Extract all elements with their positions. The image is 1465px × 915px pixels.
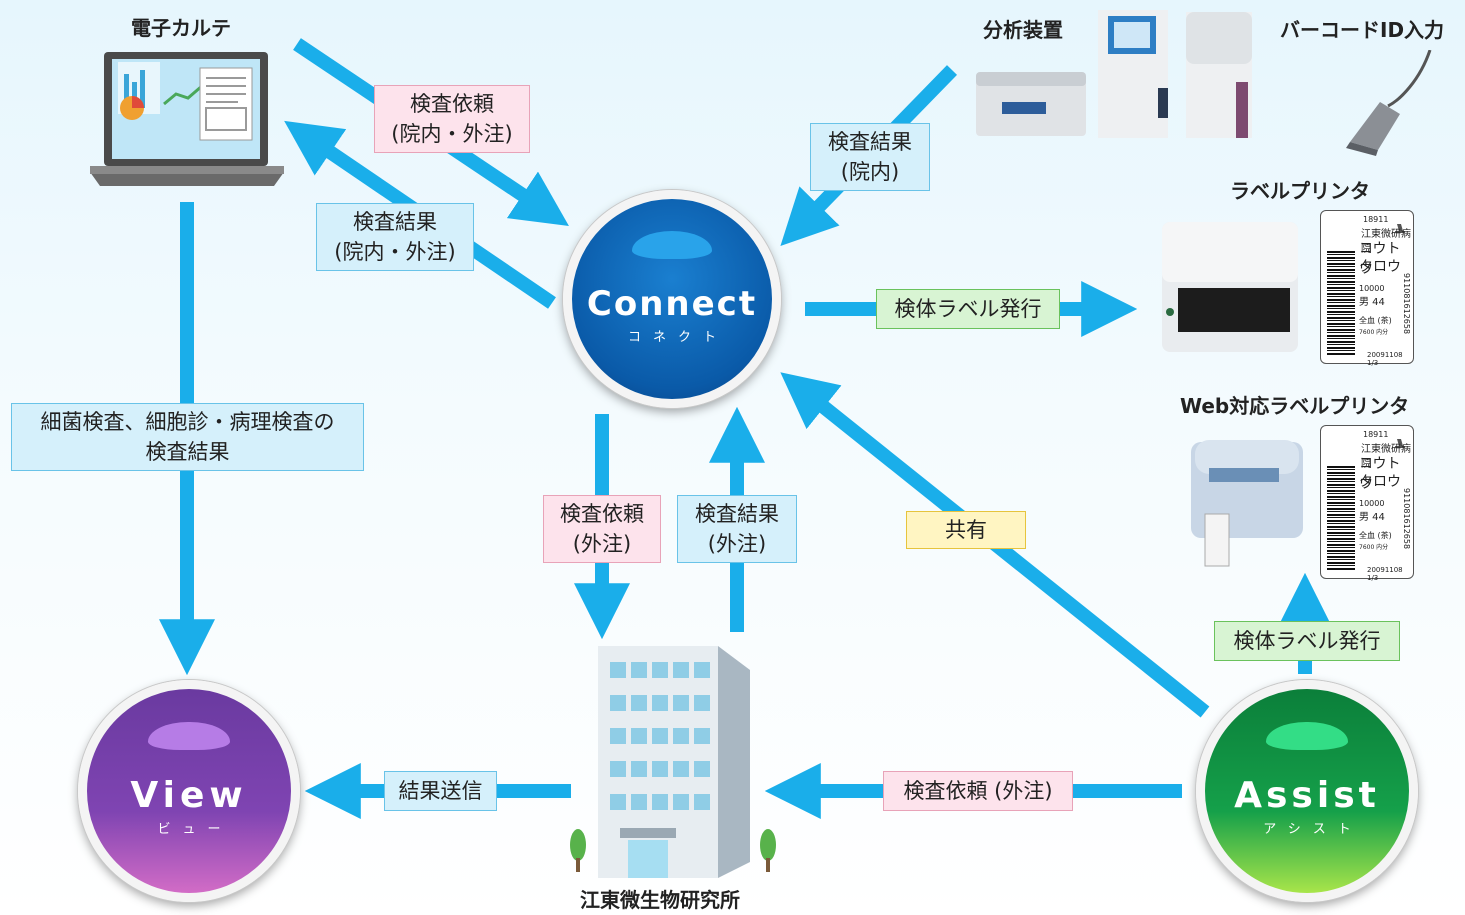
assist-hub[interactable]: Assist アシスト <box>1196 680 1418 902</box>
connect-name: Connect <box>586 283 758 324</box>
label-printer-icon <box>1162 222 1298 352</box>
label-request-out-assist: 検査依頼 (外注) <box>883 771 1073 811</box>
label-id: 18911 <box>1363 215 1389 224</box>
label-tube: 全血 (茶) <box>1359 531 1392 540</box>
label-share: 共有 <box>906 511 1026 549</box>
label-text: (院内・外注) <box>334 240 456 264</box>
label-text: (院内・外注) <box>391 122 513 146</box>
label-text: 検査結果 <box>828 130 912 154</box>
arrow-assist-to-connect <box>780 372 1210 718</box>
view-name: View <box>130 775 248 816</box>
label-text: 検査依頼 <box>560 502 644 526</box>
label-code: 7600 内分 <box>1359 544 1389 551</box>
label-result-out: 検査結果 (外注) <box>677 495 797 563</box>
microscope-icon <box>1393 436 1407 455</box>
label-text: (院内) <box>840 160 900 184</box>
label-date: 20091108 1/3 <box>1367 566 1403 582</box>
assist-cap <box>1266 721 1348 751</box>
specimen-label-1: 18911 江東微研病院 コウトウ タロウ 10000 男 44 全血 (茶) … <box>1320 210 1414 367</box>
label-issue-specimen-1: 検体ラベル発行 <box>876 289 1060 329</box>
assist-kana: アシスト <box>1263 822 1363 837</box>
label-vertical-number: 911081612658 <box>1402 488 1411 550</box>
connect-hub[interactable]: Connect コネクト <box>563 190 781 408</box>
label-text: 検査依頼 <box>410 92 494 116</box>
label-result-in-out: 検査結果 (院内・外注) <box>316 203 474 271</box>
label-code: 7600 内分 <box>1359 329 1389 336</box>
laptop-icon <box>90 52 284 186</box>
label-text: (外注) <box>707 532 767 556</box>
label-name-1: コウトウ <box>1359 456 1401 492</box>
label-printer-title: ラベルプリンタ <box>1230 179 1370 203</box>
label-request-in-out: 検査依頼 (院内・外注) <box>374 85 530 153</box>
analyzer-icon <box>976 10 1252 138</box>
label-send-results: 結果送信 <box>384 771 497 811</box>
label-tube: 全血 (茶) <box>1359 316 1392 325</box>
barcode-title: バーコードID入力 <box>1280 18 1445 42</box>
lab-title: 江東微生物研究所 <box>580 888 740 912</box>
barcode <box>1327 466 1355 570</box>
label-text: 検査結果 <box>695 502 779 526</box>
label-sex-age: 男 44 <box>1359 297 1385 308</box>
label-hospital: 江東微研病院 <box>1361 229 1411 255</box>
analyzer-title: 分析装置 <box>983 18 1063 42</box>
label-date: 20091108 1/3 <box>1367 351 1403 367</box>
barcode <box>1327 251 1355 355</box>
label-sex-age: 男 44 <box>1359 512 1385 523</box>
label-name-2: タロウ <box>1359 474 1401 490</box>
view-hub[interactable]: View ビュー <box>78 680 300 902</box>
label-name-2: タロウ <box>1359 259 1401 275</box>
label-number: 10000 <box>1359 499 1385 508</box>
web-label-printer-title: Web対応ラベルプリンタ <box>1180 394 1410 418</box>
label-text: 細菌検査、細胞診・病理検査の <box>40 410 335 434</box>
label-vertical-number: 911081612658 <box>1402 273 1411 335</box>
view-kana: ビュー <box>157 822 233 837</box>
label-text: (外注) <box>572 532 632 556</box>
emr-title: 電子カルテ <box>131 16 231 40</box>
specimen-label-2: 18911 江東微研病院 コウトウ タロウ 10000 男 44 全血 (茶) … <box>1320 425 1414 582</box>
microscope-icon <box>1393 221 1407 240</box>
label-id: 18911 <box>1363 430 1389 439</box>
label-result-in: 検査結果 (院内) <box>810 123 930 191</box>
label-issue-specimen-2: 検体ラベル発行 <box>1214 621 1400 661</box>
web-label-printer-icon <box>1191 440 1303 567</box>
label-text: 検査結果 <box>353 210 437 234</box>
label-number: 10000 <box>1359 284 1385 293</box>
label-view-results: 細菌検査、細胞診・病理検査の 検査結果 <box>11 403 364 471</box>
assist-name: Assist <box>1234 775 1380 816</box>
label-request-out: 検査依頼 (外注) <box>543 495 661 563</box>
building-icon <box>570 646 776 878</box>
view-cap <box>148 721 230 751</box>
connect-cap <box>632 231 712 259</box>
label-hospital: 江東微研病院 <box>1361 444 1411 470</box>
barcode-scanner-icon <box>1346 50 1432 156</box>
connect-kana: コネクト <box>627 329 728 345</box>
label-name-1: コウトウ <box>1359 241 1401 277</box>
label-text: 検査結果 <box>145 440 230 464</box>
